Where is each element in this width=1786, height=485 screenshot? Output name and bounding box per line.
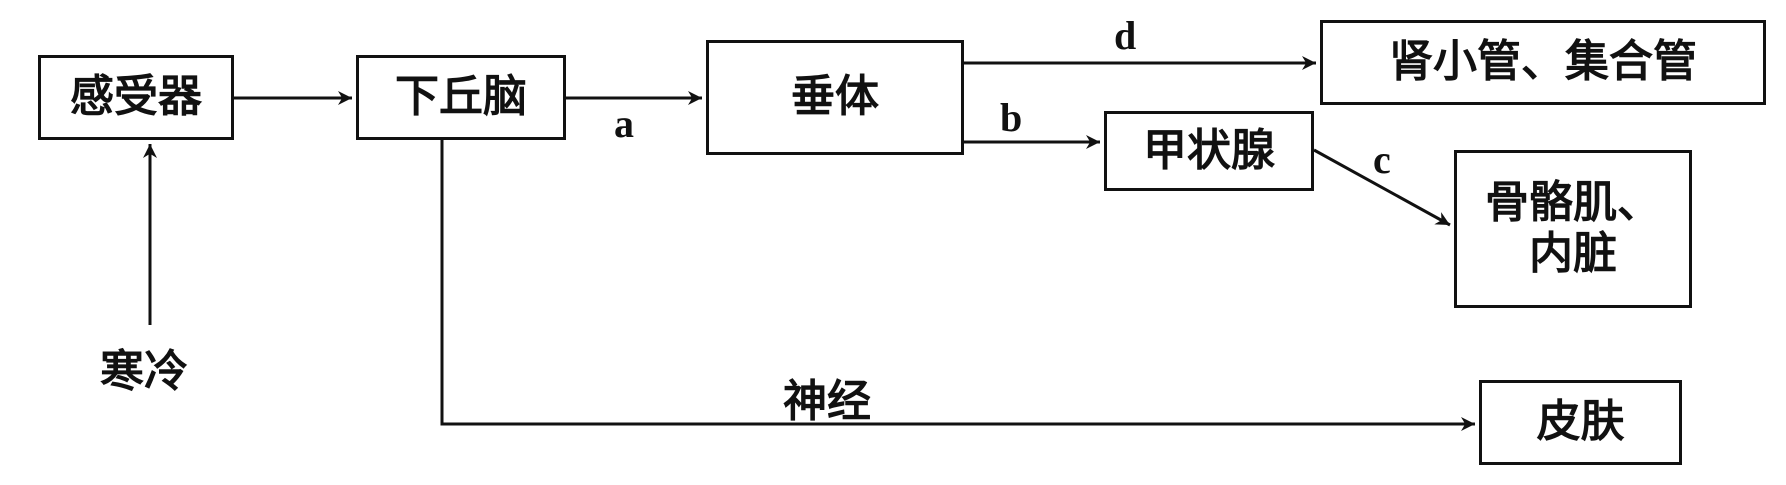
arrow-c-jiazhuangxian-to-gugeji xyxy=(1313,148,1451,227)
box-jiazhuangxian: 甲状腺 xyxy=(1104,111,1314,191)
box-gugeji-neizang: 骨骼肌、内脏 xyxy=(1454,150,1692,308)
box-xiaqiunao: 下丘脑 xyxy=(356,55,566,140)
label-c: c xyxy=(1373,137,1391,182)
box-chuiti: 垂体 xyxy=(706,40,964,155)
box-pifu: 皮肤 xyxy=(1479,380,1682,465)
label-b: b xyxy=(1000,95,1023,140)
label-a: a xyxy=(614,101,634,146)
label-hanleng: 寒冷 xyxy=(100,346,188,397)
box-ganshouqi: 感受器 xyxy=(38,55,234,140)
box-shenxiaoguan: 肾小管、集合管 xyxy=(1320,20,1766,105)
arrow-shenjing-xiaqiunao-to-pifu xyxy=(440,140,1475,431)
label-shenjing: 神经 xyxy=(783,376,871,427)
label-d: d xyxy=(1114,13,1137,58)
